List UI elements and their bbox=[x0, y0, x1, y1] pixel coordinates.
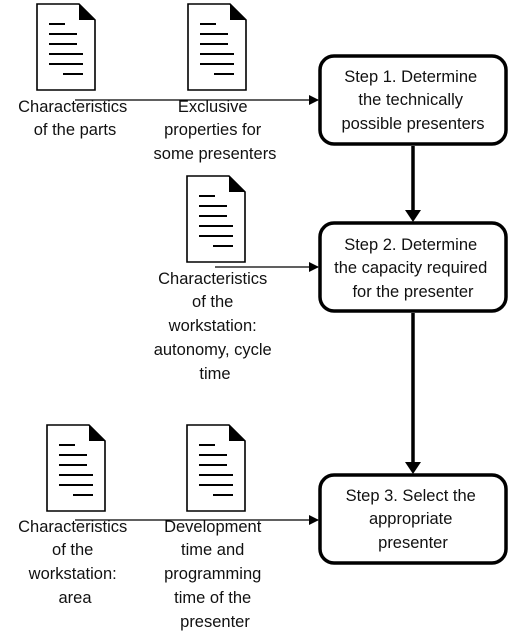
input-line: Characteristics bbox=[18, 98, 127, 116]
step-1-line: the technically bbox=[358, 91, 463, 109]
input-label-exclusive: Exclusive properties for some presenters bbox=[154, 98, 277, 163]
arrow-icon bbox=[405, 462, 421, 474]
input-line: time bbox=[199, 365, 230, 383]
input-line: Development bbox=[164, 518, 262, 536]
input-line: of the bbox=[52, 541, 93, 559]
arrow-icon bbox=[405, 210, 421, 222]
step-2-line: for the presenter bbox=[352, 283, 474, 301]
document-icon bbox=[36, 3, 96, 91]
step-1-line: possible presenters bbox=[341, 115, 484, 133]
input-line: programming bbox=[164, 565, 261, 583]
step-3-line: appropriate bbox=[369, 510, 452, 528]
step-1-box bbox=[318, 54, 508, 146]
step-3-line: Step 3. Select the bbox=[346, 487, 476, 505]
input-label-development-time: Development time and programming time of… bbox=[164, 518, 266, 631]
input-line: Characteristics bbox=[18, 518, 127, 536]
input-line: properties for bbox=[164, 121, 262, 139]
step-3-label: Step 3. Select the appropriate presenter bbox=[346, 487, 481, 552]
step-2-label: Step 2. Determine the capacity required … bbox=[334, 236, 492, 301]
step-2-box bbox=[318, 221, 508, 313]
input-line: autonomy, cycle bbox=[154, 341, 272, 359]
document-icon bbox=[186, 424, 246, 512]
step-3-line: presenter bbox=[378, 534, 448, 552]
input-line: workstation: bbox=[168, 317, 257, 335]
input-line: Characteristics bbox=[158, 270, 267, 288]
input-line: some presenters bbox=[154, 145, 277, 163]
document-icon bbox=[46, 424, 106, 512]
input-label-parts: Characteristics of the parts bbox=[18, 98, 132, 139]
input-line: time and bbox=[181, 541, 244, 559]
document-icon bbox=[187, 3, 247, 91]
input-label-workstation-area: Characteristics of the workstation: area bbox=[18, 518, 132, 607]
input-label-workstation-autonomy: Characteristics of the workstation: auto… bbox=[154, 270, 277, 383]
input-line: time of the bbox=[174, 589, 251, 607]
input-line: workstation: bbox=[28, 565, 117, 583]
step-2-line: the capacity required bbox=[334, 259, 487, 277]
input-line: of the parts bbox=[34, 121, 117, 139]
step-3-box bbox=[318, 473, 508, 565]
step-2-line: Step 2. Determine bbox=[344, 236, 477, 254]
input-line: of the bbox=[192, 293, 233, 311]
document-icon bbox=[186, 175, 246, 263]
step-1-line: Step 1. Determine bbox=[344, 68, 477, 86]
input-line: presenter bbox=[180, 613, 250, 631]
input-line: Exclusive bbox=[178, 98, 248, 116]
step-1-label: Step 1. Determine the technically possib… bbox=[341, 68, 484, 133]
input-line: area bbox=[58, 589, 92, 607]
